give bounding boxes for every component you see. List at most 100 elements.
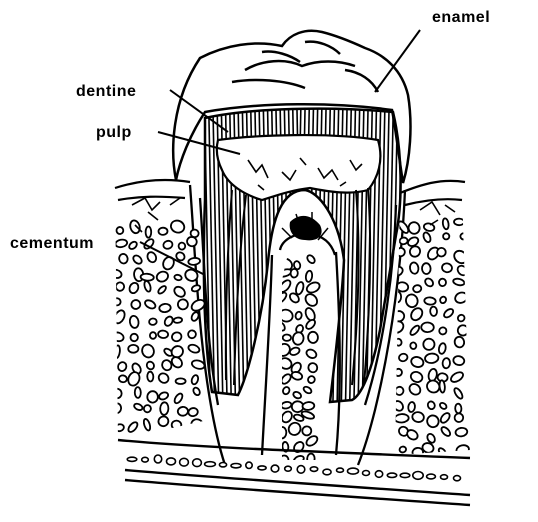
bone-pebble [279,454,290,465]
bone-pebble [305,270,313,282]
bone-pebble [407,221,421,235]
bone-pebble [453,387,464,400]
base-pebble [231,464,241,468]
bone-pebble [301,425,313,437]
bone-pebble [456,264,469,277]
base-pebble [387,473,396,477]
bone-pebble [290,269,297,278]
bone-pebble [187,343,200,354]
bone-pebble [188,257,201,265]
bone-pebble [115,423,125,432]
bone-pebble [172,285,187,299]
bone-pebble [158,228,167,236]
bone-pebble [422,231,432,243]
bone-pebble [188,330,197,339]
bone-pebble [460,233,468,240]
bone-pebble [437,447,447,457]
bone-pebble [174,274,182,281]
bone-pebble [177,406,188,416]
bone-pebble [147,372,154,382]
bone-pebble [144,299,157,311]
base-pebble [258,466,266,470]
bone-pebble [143,418,152,431]
enamel-leader [375,30,420,92]
bone-pebble [398,353,408,362]
bone-pebble [438,343,447,355]
bone-pebble [132,254,144,266]
bone-pebble [454,219,464,226]
bone-pebble [410,342,417,350]
bone-pebble [169,219,186,235]
enamel-label: enamel [432,9,490,26]
bone-pebble [128,345,138,353]
bone-pebble [286,421,302,438]
base-pebble [154,455,161,463]
base-pebble [193,459,202,467]
bone-pebble [295,281,305,295]
bone-pebble [283,334,292,341]
bone-pebble [191,284,201,292]
bone-pebble [146,251,158,264]
pulp-label: pulp [96,124,132,141]
bone-pebble [147,391,158,403]
bone-pebble [442,358,450,369]
bone-pebble [150,332,157,339]
bone-pebble [409,370,424,384]
bone-pebble [191,374,200,385]
base-pebble [454,476,461,481]
bone-pebble [430,306,437,316]
bone-pebble [425,353,439,364]
bone-pebble [394,414,409,423]
bone-pebble [409,306,425,322]
bone-pebble [439,402,448,411]
bone-pebble [452,248,470,266]
bone-pebble [439,327,448,335]
base-pebble [285,466,292,471]
bone-pebble [394,368,403,378]
bone-pebble [408,402,416,413]
base-pebble [142,457,149,462]
bone-pebble [128,240,138,250]
base-pebble [180,458,189,466]
bone-pebble [157,371,171,384]
bone-pebble [292,331,305,345]
bone-pebble [163,315,174,327]
bone-pebble [140,343,155,359]
bone-pebble [278,427,287,439]
bone-pebble [157,415,171,428]
bone-pebble [292,391,302,400]
bone-pebble [424,297,436,305]
bone-pebble [399,446,407,453]
bone-pebble [178,242,186,250]
bone-pebble [306,254,316,265]
bone-pebble [133,402,143,411]
bone-pebble [160,402,169,415]
bone-pebble [143,404,152,413]
bone-pebble [421,322,434,332]
base-pebble [246,462,252,468]
base-pebble [219,463,226,467]
bone-pebble [439,380,445,393]
base-pebble [167,458,176,465]
bone-pebble [162,240,173,250]
bone-pebble [425,413,441,429]
bone-pebble [176,297,190,311]
bone-pebble [441,263,452,274]
bone-pebble [171,420,181,429]
bone-pebble [411,411,424,423]
bone-pebble [449,370,464,384]
bone-pebble [409,262,419,275]
base-pebble [363,471,370,476]
bone-pebble [129,219,141,234]
bone-pebble [130,333,139,342]
bone-pebble [455,427,468,437]
bone-pebble [130,299,141,310]
bone-pebble [452,355,465,366]
bone-pebble [453,278,466,287]
bone-pebble [442,232,451,241]
bone-pebble [291,371,303,381]
bone-pebble [112,403,122,414]
bone-pebble [115,239,128,248]
bone-pebble [394,338,402,347]
